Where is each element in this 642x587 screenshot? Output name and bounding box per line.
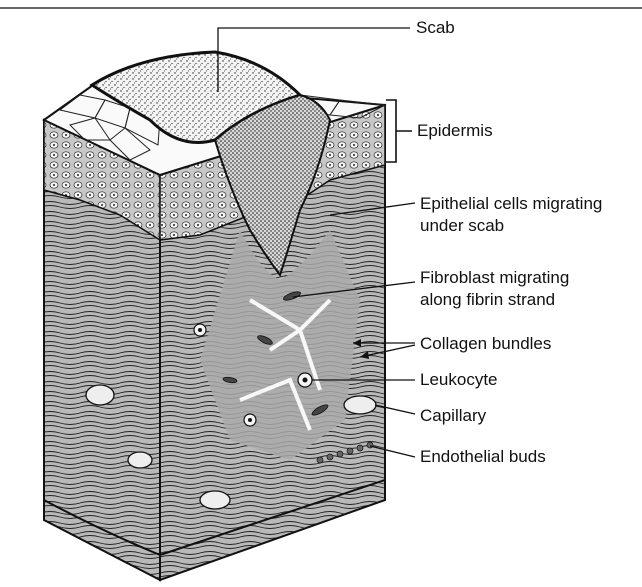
label-leukocyte: Leukocyte <box>420 369 498 391</box>
label-collagen: Collagen bundles <box>420 333 551 355</box>
epidermis-bracket <box>386 100 412 162</box>
label-scab: Scab <box>416 17 455 39</box>
label-epithelial-line1: Epithelial cells migrating <box>420 193 602 215</box>
label-epidermis: Epidermis <box>417 120 493 142</box>
label-fibroblast-line1: Fibroblast migrating <box>420 267 569 289</box>
tissue-block <box>44 52 385 580</box>
label-epithelial-line2: under scab <box>420 215 504 237</box>
label-capillary: Capillary <box>420 405 486 427</box>
label-fibroblast-line2: along fibrin strand <box>420 289 555 311</box>
label-endothelial: Endothelial buds <box>420 446 546 468</box>
